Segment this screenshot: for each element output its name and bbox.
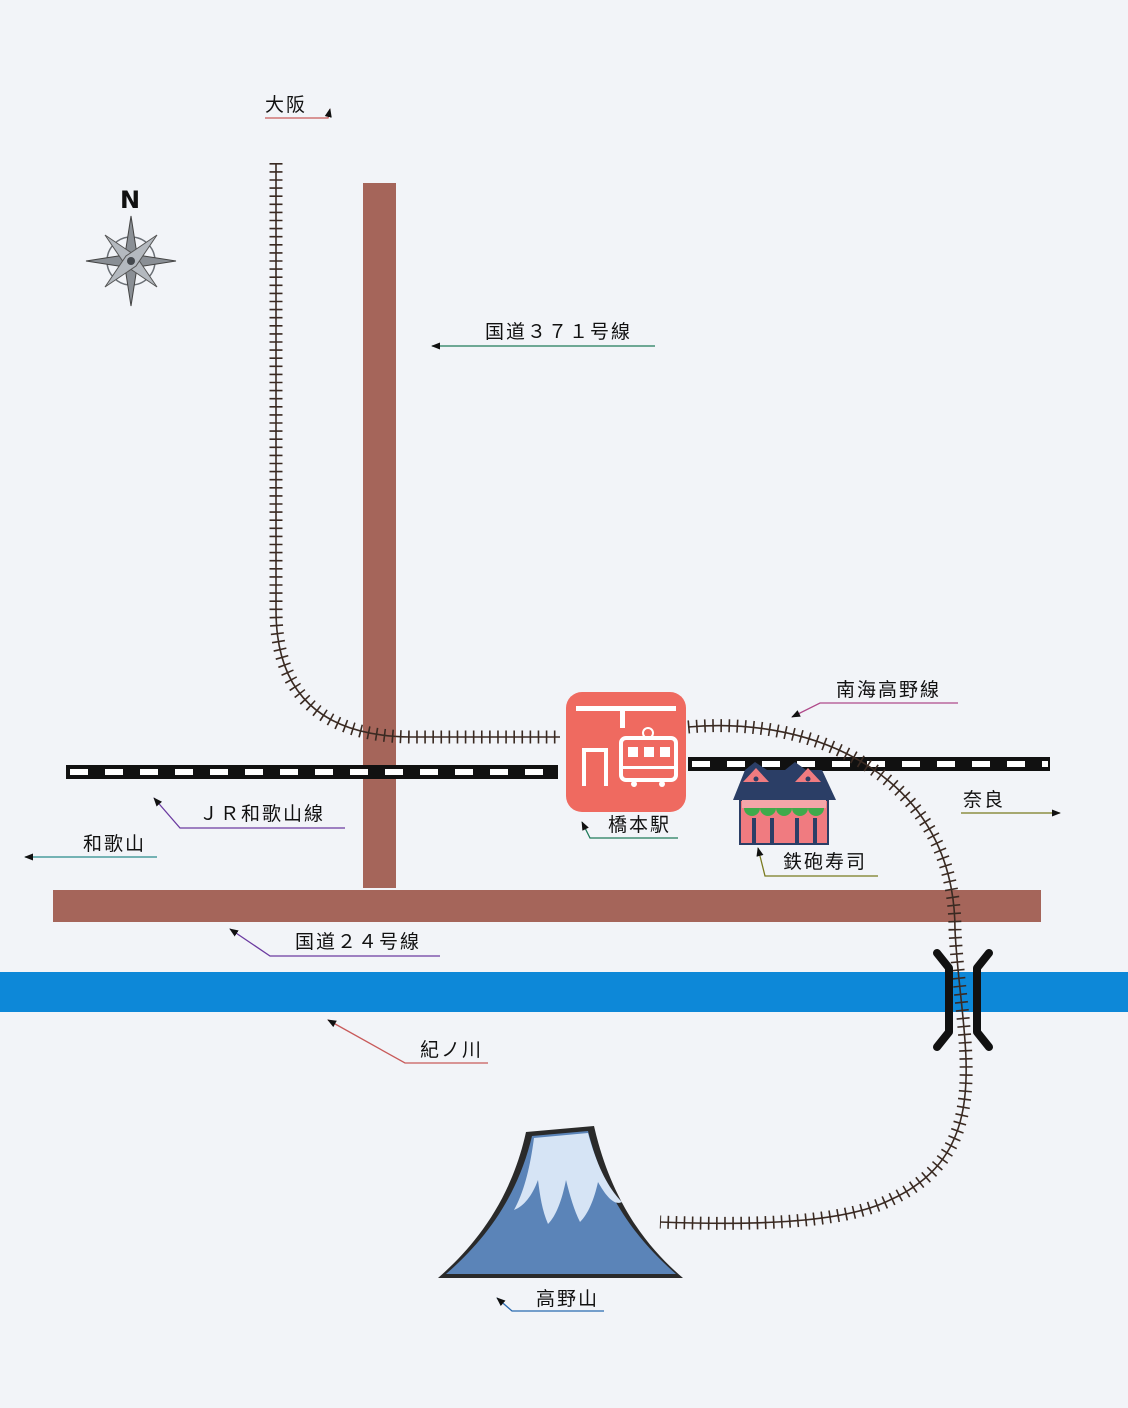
kinokawa-river	[0, 972, 1128, 1012]
label-teppou-sushi[interactable]: 鉄砲寿司	[783, 851, 868, 873]
compass-north-label: N	[120, 186, 141, 214]
bridge-icon	[933, 949, 993, 1051]
jr-wakayama-line	[66, 757, 1050, 779]
route-371-road	[363, 183, 396, 888]
label-jr-wakayama-line[interactable]: ＪＲ和歌山線	[199, 803, 326, 825]
sushi-shop-icon	[733, 762, 836, 845]
route-24-road	[53, 890, 1041, 922]
compass-rose-icon	[85, 215, 177, 307]
label-koyasan[interactable]: 高野山	[536, 1288, 600, 1310]
label-kinokawa[interactable]: 紀ノ川	[420, 1039, 484, 1061]
label-route-371[interactable]: 国道３７１号線	[485, 321, 633, 343]
label-wakayama[interactable]: 和歌山	[83, 833, 147, 855]
nankai-koya-line	[269, 163, 973, 1230]
callout-lines	[24, 108, 1061, 1312]
label-osaka[interactable]: 大阪	[265, 94, 308, 116]
label-nankai-koya-line[interactable]: 南海高野線	[836, 679, 942, 701]
label-nara[interactable]: 奈良	[963, 789, 1006, 811]
label-hashimoto-station[interactable]: 橋本駅	[608, 814, 672, 836]
train-station-icon	[566, 692, 686, 812]
label-route-24[interactable]: 国道２４号線	[295, 931, 422, 953]
mountain-icon	[438, 1126, 683, 1278]
